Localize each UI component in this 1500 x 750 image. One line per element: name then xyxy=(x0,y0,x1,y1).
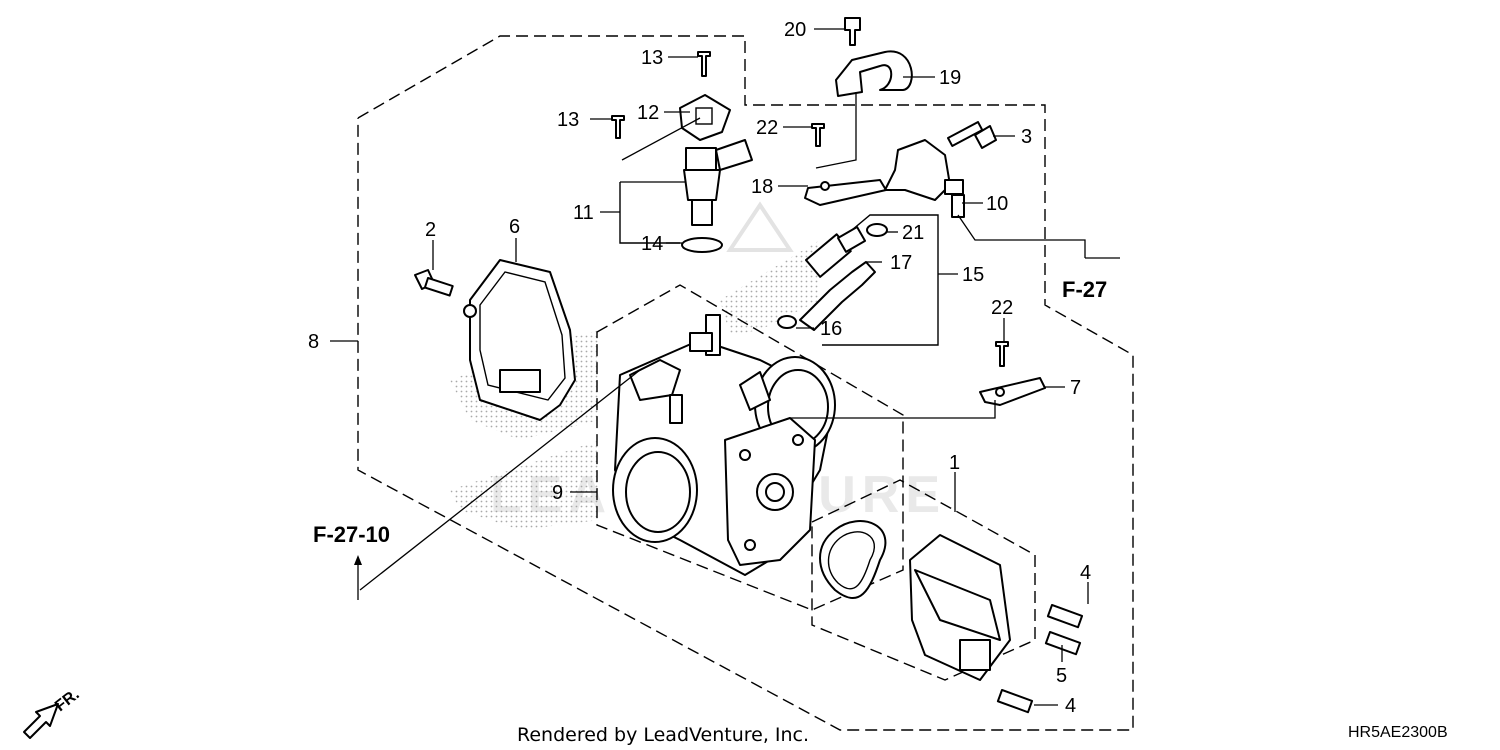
injector-part-15 xyxy=(777,223,888,331)
callout-14: 14 xyxy=(641,233,663,255)
callout-21: 21 xyxy=(902,222,924,244)
callout-2: 2 xyxy=(425,219,436,241)
front-direction-indicator: FR. xyxy=(23,686,83,739)
callout-13b: 13 xyxy=(557,109,579,131)
callout-7: 7 xyxy=(1070,377,1081,399)
reference-f27-10[interactable]: F-27-10 xyxy=(313,522,390,547)
front-direction-label: FR. xyxy=(52,686,83,715)
arrowhead-icon xyxy=(354,555,362,565)
callout-1: 1 xyxy=(949,452,960,474)
callout-6: 6 xyxy=(509,216,520,238)
callouts: 2 6 8 9 13 13 12 11 14 20 19 22 18 3 10 … xyxy=(308,19,1091,717)
callout-12: 12 xyxy=(637,102,659,124)
callout-3: 3 xyxy=(1021,126,1032,148)
callout-20: 20 xyxy=(784,19,806,41)
callout-10: 10 xyxy=(986,193,1008,215)
bolt-part-2 xyxy=(414,269,454,297)
bracket-part-7 xyxy=(790,341,1046,419)
reference-f27[interactable]: F-27 xyxy=(1062,277,1107,302)
diagram-code: HR5AE2300B xyxy=(1348,724,1448,741)
callout-22a: 22 xyxy=(756,117,778,139)
callout-4b: 4 xyxy=(1065,695,1076,717)
cover-part-6 xyxy=(463,259,576,421)
callout-15: 15 xyxy=(962,264,984,286)
sensor-part-11 xyxy=(611,51,753,253)
sensor-part-10 xyxy=(884,121,1086,258)
callout-16: 16 xyxy=(820,318,842,340)
leader-lines xyxy=(330,28,1120,706)
callout-17: 17 xyxy=(890,252,912,274)
front-direction-arrow-icon xyxy=(23,703,59,739)
assembly-outlines xyxy=(357,35,1134,731)
callout-8: 8 xyxy=(308,331,319,353)
throttle-body xyxy=(612,314,836,576)
callout-22b: 22 xyxy=(991,297,1013,319)
callout-18: 18 xyxy=(751,176,773,198)
callout-5: 5 xyxy=(1056,665,1067,687)
callout-9: 9 xyxy=(552,482,563,504)
rendered-by-text: Rendered by LeadVenture, Inc. xyxy=(517,724,809,746)
callout-11: 11 xyxy=(573,202,594,224)
callout-4a: 4 xyxy=(1080,562,1091,584)
callout-19: 19 xyxy=(939,67,961,89)
callout-13a: 13 xyxy=(641,47,663,69)
bracket-part-18 xyxy=(804,17,913,206)
tps-part-1 xyxy=(819,520,1084,714)
